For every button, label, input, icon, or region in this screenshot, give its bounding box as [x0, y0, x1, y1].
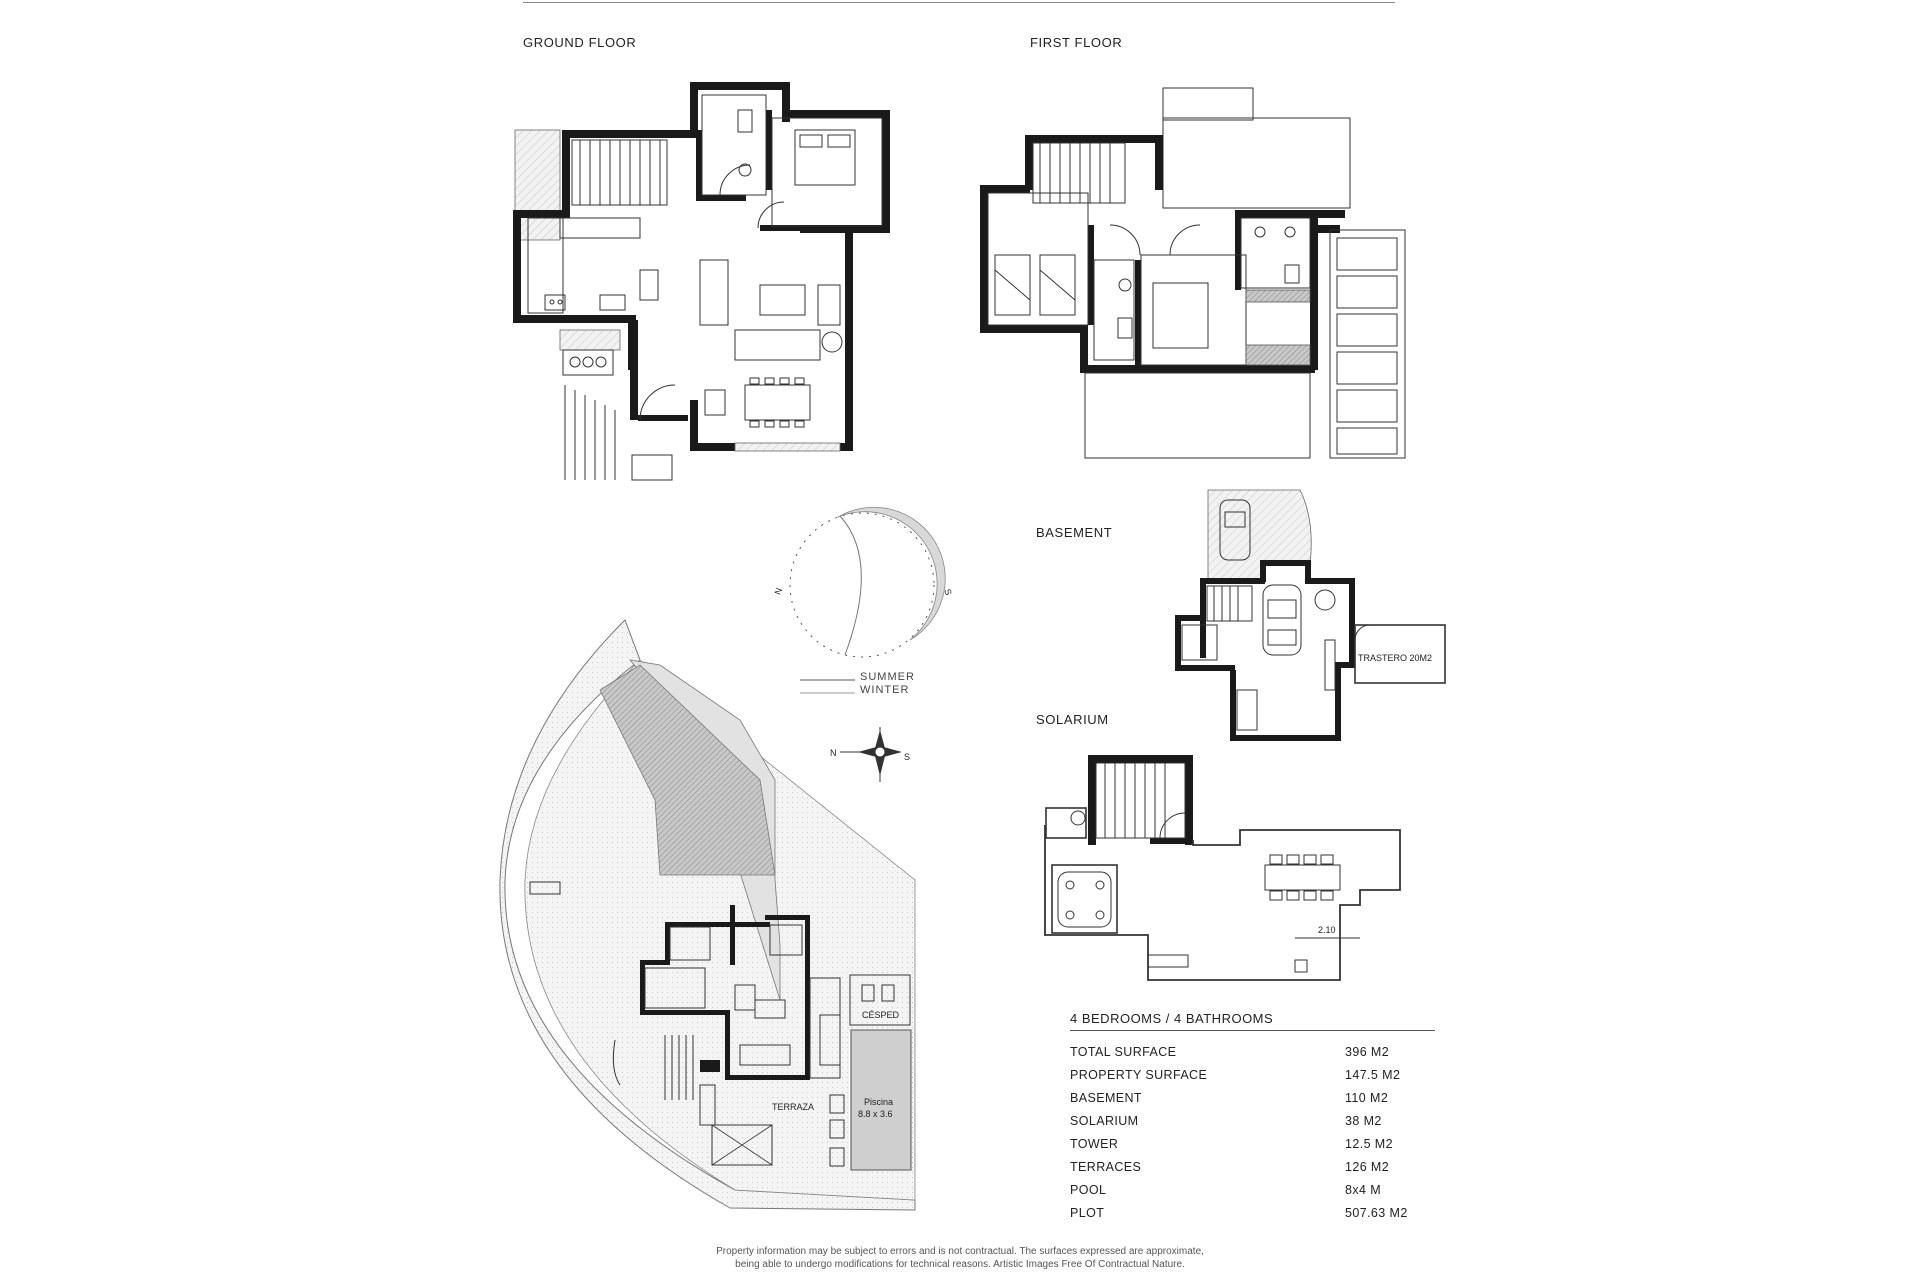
- spec-row: BASEMENT 110 M2: [1070, 1087, 1435, 1110]
- sun-north-label: N: [773, 587, 785, 597]
- solarium-heading: SOLARIUM: [1036, 712, 1109, 727]
- spec-label: TOTAL SURFACE: [1070, 1045, 1177, 1059]
- disclaimer-line-1: Property information may be subject to e…: [716, 1246, 1204, 1257]
- spec-row: SOLARIUM 38 M2: [1070, 1110, 1435, 1133]
- spec-label: BASEMENT: [1070, 1091, 1142, 1105]
- spec-label: POOL: [1070, 1183, 1107, 1197]
- spec-value: 507.63 M2: [1345, 1206, 1408, 1220]
- sun-south-label: S: [942, 587, 953, 596]
- first-floor-plan: [980, 87, 1406, 459]
- spec-label: TERRACES: [1070, 1160, 1142, 1174]
- disclaimer-line-2: being able to undergo modifications for …: [735, 1259, 1185, 1270]
- spec-value: 8x4 M: [1345, 1183, 1382, 1197]
- pool-size-label: 8.8 x 3.6: [858, 1109, 893, 1119]
- top-rule: [523, 2, 1395, 3]
- spec-row: TERRACES 126 M2: [1070, 1156, 1435, 1179]
- spec-label: SOLARIUM: [1070, 1114, 1139, 1128]
- terraza-label: TERRAZA: [772, 1102, 814, 1112]
- spec-row: PROPERTY SURFACE 147.5 M2: [1070, 1064, 1435, 1087]
- trastero-label: TRASTERO 20M2: [1358, 653, 1432, 663]
- spec-row: PLOT 507.63 M2: [1070, 1202, 1435, 1225]
- solarium-dimension: 2.10: [1318, 925, 1336, 935]
- spec-value: 38 M2: [1345, 1114, 1382, 1128]
- sun-path-diagram: N S: [773, 506, 954, 694]
- cesped-label: CÉSPED: [862, 1010, 900, 1020]
- spec-value: 12.5 M2: [1345, 1137, 1393, 1151]
- ground-floor-plan: [513, 82, 890, 481]
- site-plan: CÉSPED Piscina 8.8 x 3.6 TERRAZA: [499, 619, 916, 1211]
- first-floor-heading: FIRST FLOOR: [1030, 35, 1123, 50]
- spec-value: 396 M2: [1345, 1045, 1390, 1059]
- spec-row: TOWER 12.5 M2: [1070, 1133, 1435, 1156]
- legend-winter: WINTER: [860, 684, 910, 696]
- pool-name-label: Piscina: [864, 1097, 893, 1107]
- compass-south-label: S: [904, 752, 910, 762]
- specs-table: 4 BEDROOMS / 4 BATHROOMS TOTAL SURFACE 3…: [1070, 1011, 1435, 1225]
- ground-floor-heading: GROUND FLOOR: [523, 35, 637, 50]
- specs-title: 4 BEDROOMS / 4 BATHROOMS: [1070, 1011, 1435, 1031]
- legend-summer: SUMMER: [860, 671, 915, 683]
- basement-plan: TRASTERO 20M2: [1175, 489, 1446, 741]
- compass-north-label: N: [830, 748, 837, 758]
- spec-label: TOWER: [1070, 1137, 1119, 1151]
- disclaimer: Property information may be subject to e…: [640, 1245, 1280, 1271]
- spec-value: 110 M2: [1345, 1091, 1389, 1105]
- compass-rose: N S: [830, 727, 910, 782]
- solarium-plan: 2.10: [1044, 755, 1401, 981]
- spec-row: TOTAL SURFACE 396 M2: [1070, 1041, 1435, 1064]
- spec-value: 147.5 M2: [1345, 1068, 1401, 1082]
- spec-row: POOL 8x4 M: [1070, 1179, 1435, 1202]
- spec-label: PROPERTY SURFACE: [1070, 1068, 1208, 1082]
- spec-value: 126 M2: [1345, 1160, 1390, 1174]
- spec-label: PLOT: [1070, 1206, 1105, 1220]
- basement-heading: BASEMENT: [1036, 525, 1113, 540]
